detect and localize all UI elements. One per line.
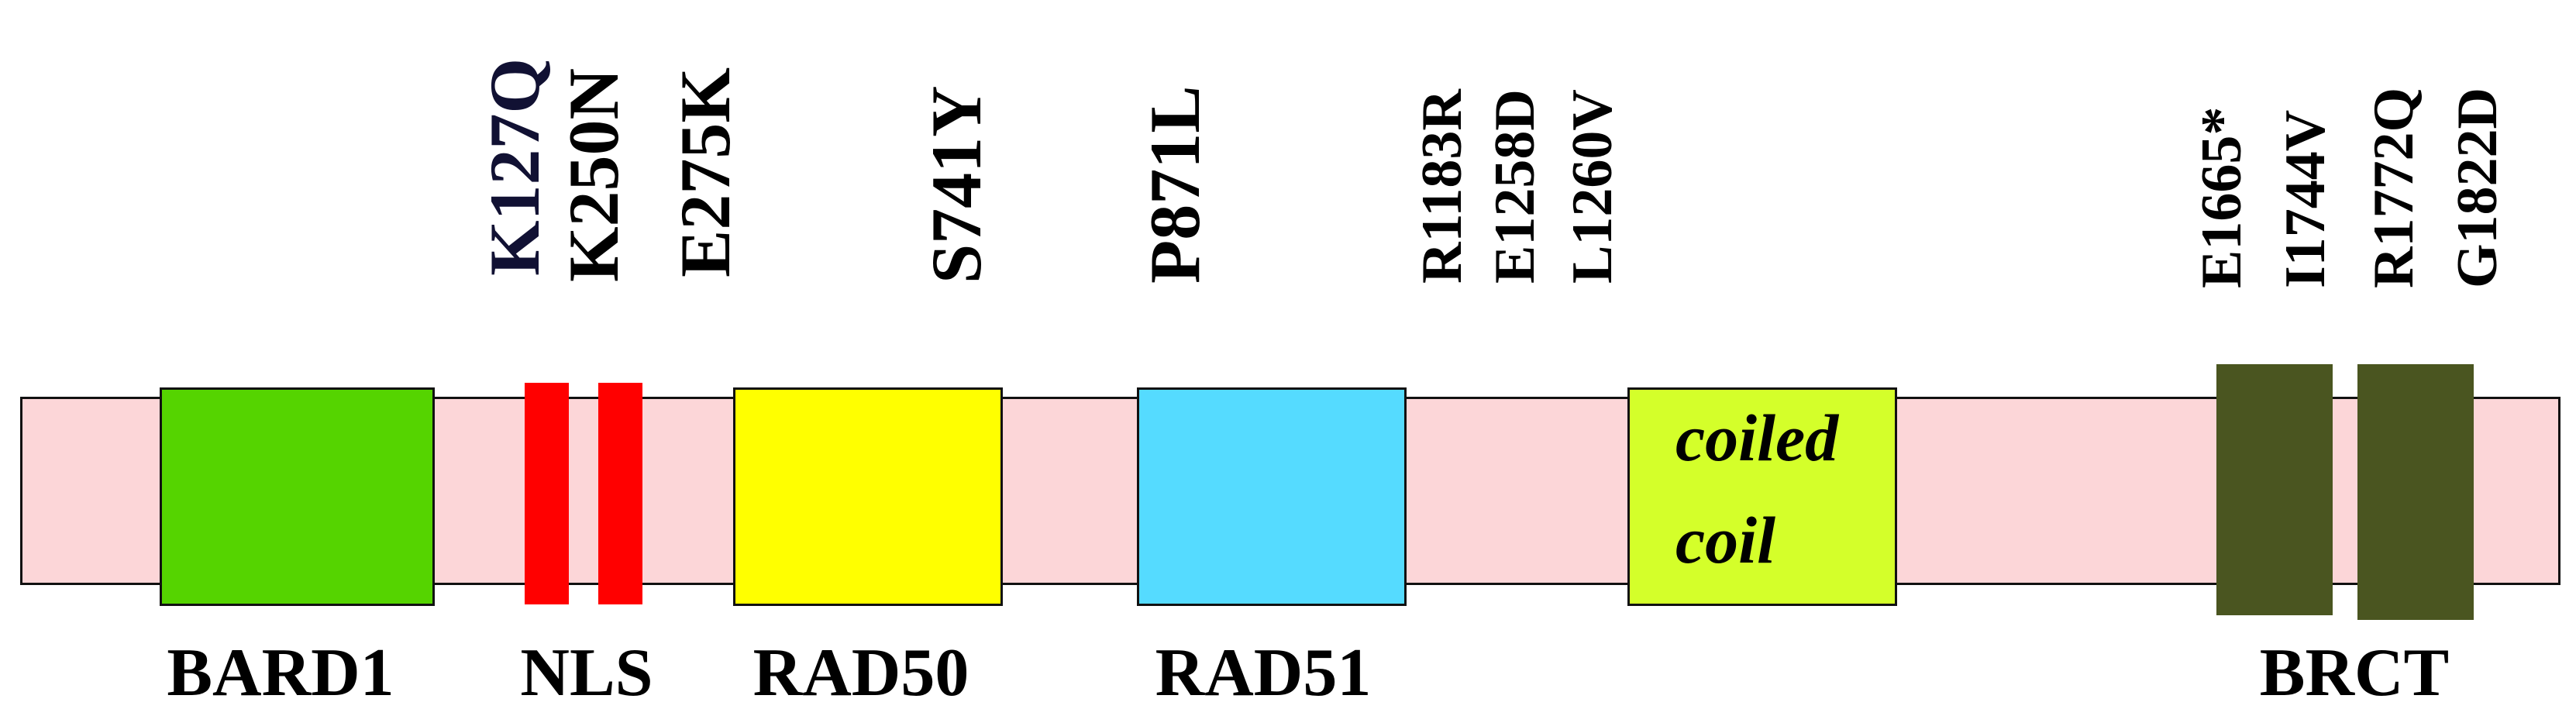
coiled-coil-label-line1: coiled xyxy=(1675,401,1839,475)
rad51-label: RAD51 xyxy=(1155,635,1372,711)
coiled-coil-domain-box xyxy=(1627,387,1897,606)
coiled-coil-label-line2: coil xyxy=(1675,503,1775,577)
bard1-label: BARD1 xyxy=(167,635,394,711)
brct-bar-1 xyxy=(2216,364,2333,615)
bard1-domain-box xyxy=(160,387,435,606)
nls-bar-2 xyxy=(598,383,642,604)
brct-label: BRCT xyxy=(2259,635,2450,711)
nls-label: NLS xyxy=(520,635,653,711)
rad50-label: RAD50 xyxy=(752,635,969,711)
rad51-domain-box xyxy=(1137,387,1407,606)
rad50-domain-box xyxy=(733,387,1003,606)
nls-bar-1 xyxy=(525,383,569,604)
brct-bar-2 xyxy=(2357,364,2474,620)
